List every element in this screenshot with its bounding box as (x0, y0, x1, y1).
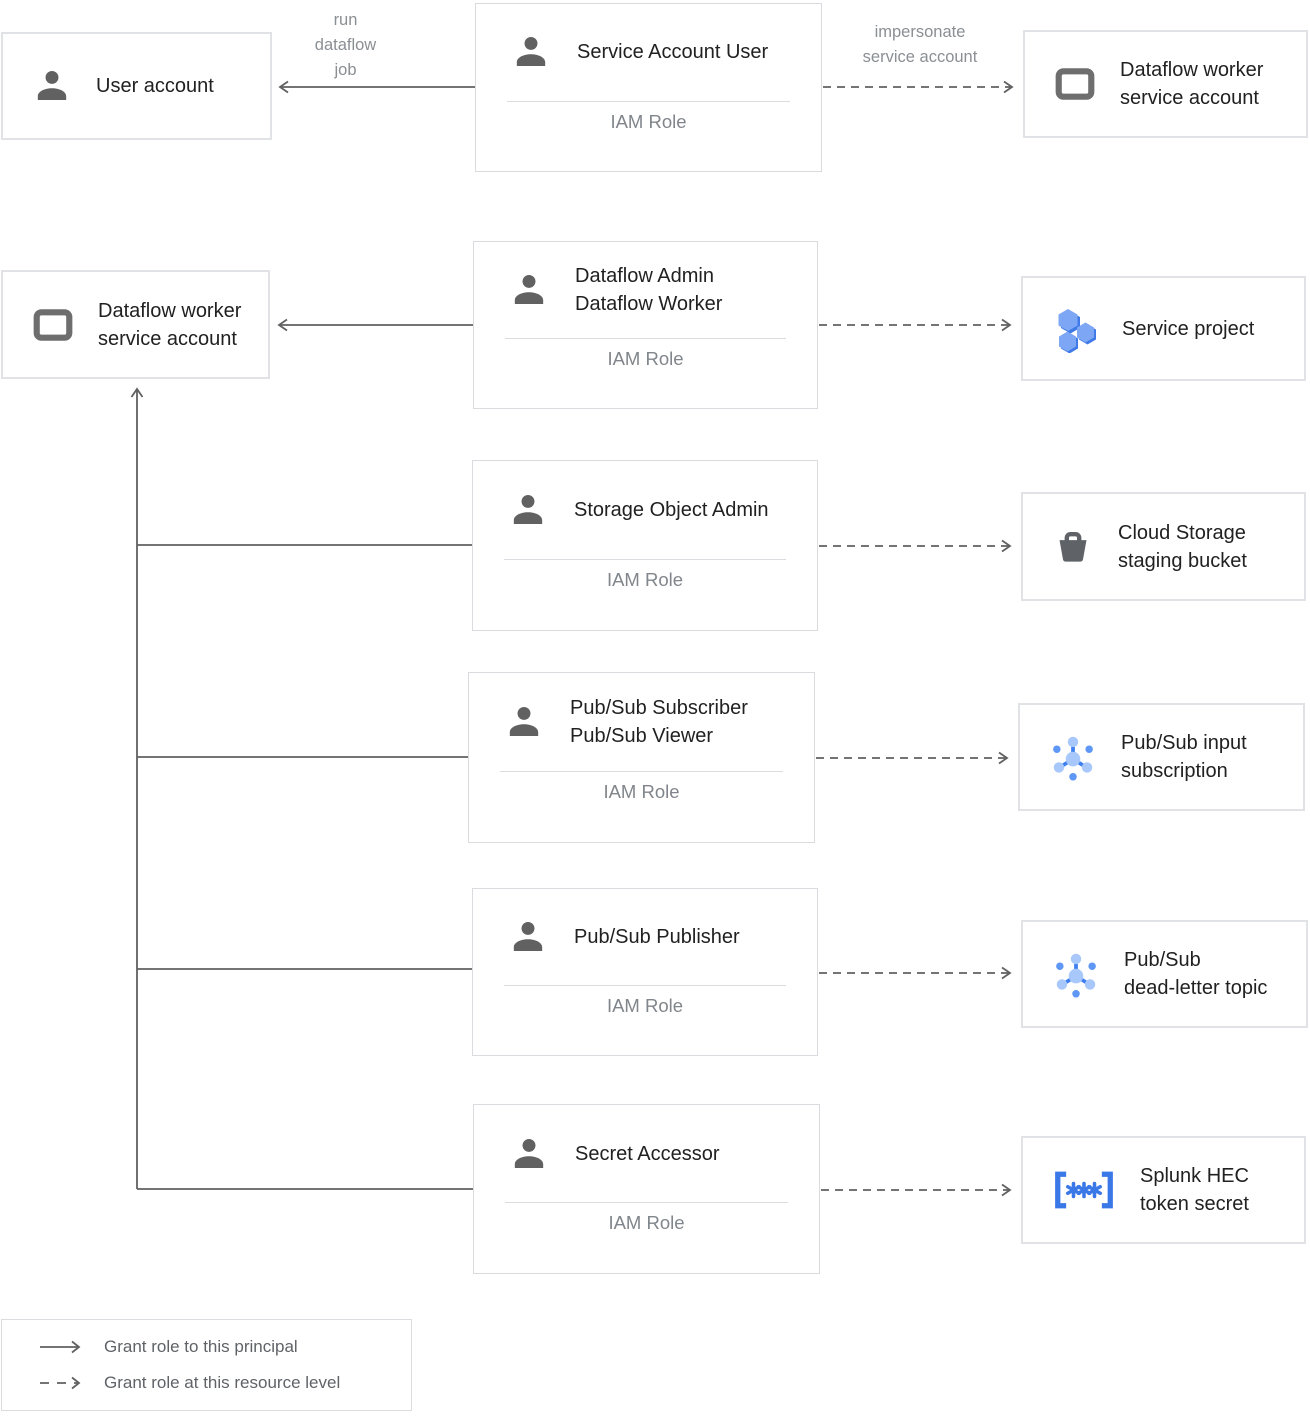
legend-row-dashed: Grant role at this resource level (38, 1373, 411, 1393)
node-label: Dataflow worker service account (98, 297, 241, 353)
node-dataflow-worker-sa-left: Dataflow worker service account (1, 270, 270, 379)
project-hexagons-icon (1051, 305, 1099, 353)
node-role-dataflow-admin-worker: Dataflow Admin Dataflow Worker IAM Role (473, 241, 818, 409)
edge-label-line: job (334, 61, 357, 79)
node-role-secret-accessor: Secret Accessor IAM Role (473, 1104, 820, 1274)
node-label: Pub/Sub dead-letter topic (1124, 946, 1267, 1002)
node-dataflow-worker-sa-top: Dataflow worker service account (1023, 30, 1308, 138)
person-icon (507, 489, 549, 531)
dashed-arrow-icon (38, 1375, 84, 1391)
role-subtitle: IAM Role (603, 780, 680, 802)
storage-bucket-icon (1051, 525, 1095, 569)
node-label-line: dead-letter topic (1124, 977, 1268, 999)
node-role-pubsub-subscriber-viewer: Pub/Sub Subscriber Pub/Sub Viewer IAM Ro… (468, 672, 815, 843)
role-title-line: Pub/Sub Viewer (570, 724, 714, 747)
role-subtitle: IAM Role (607, 348, 684, 369)
node-pubsub-dead-letter-topic: Pub/Sub dead-letter topic (1021, 920, 1308, 1028)
node-splunk-hec-token-secret: Splunk HEC token secret (1021, 1136, 1306, 1244)
node-label-line: Splunk HEC (1140, 1165, 1249, 1187)
role-subtitle: IAM Role (606, 995, 684, 1016)
person-icon (508, 1133, 550, 1175)
divider (505, 1202, 788, 1204)
person-icon (503, 701, 545, 743)
secret-manager-icon (1051, 1169, 1117, 1211)
legend-label: Grant role at this resource level (104, 1373, 341, 1392)
node-label-line: Dataflow worker (1120, 59, 1264, 81)
role-subtitle: IAM Role (610, 110, 687, 132)
edge-label-line: dataflow (314, 36, 377, 54)
divider (500, 770, 783, 772)
node-label-line: Dataflow worker (98, 299, 242, 322)
role-title: Secret Accessor (575, 1140, 720, 1168)
role-title: Pub/Sub Subscriber Pub/Sub Viewer (570, 694, 748, 750)
edge-label-line: impersonate (874, 23, 966, 41)
node-user-account: User account (1, 32, 272, 140)
role-title-line: Pub/Sub Subscriber (570, 696, 748, 719)
node-role-storage-object-admin: Storage Object Admin IAM Role (472, 460, 818, 631)
node-role-pubsub-publisher: Pub/Sub Publisher IAM Role (472, 888, 818, 1056)
service-account-card-icon (1053, 65, 1097, 103)
role-title-line: Dataflow Admin (575, 265, 714, 287)
divider (504, 338, 787, 339)
node-label: User account (96, 75, 214, 97)
role-title-line: Secret Accessor (575, 1142, 720, 1165)
pubsub-topic-icon (1048, 732, 1098, 782)
role-subtitle: IAM Role (606, 568, 684, 590)
node-label-line: subscription (1121, 760, 1228, 782)
role-title-line: Storage Object Admin (574, 498, 769, 521)
edge-label-line: run (333, 11, 358, 29)
role-title-line: Dataflow Worker (575, 293, 723, 315)
legend: Grant role to this principal Grant role … (1, 1319, 412, 1411)
node-label-line: Cloud Storage (1118, 521, 1246, 544)
node-label-line: service account (1120, 87, 1259, 109)
service-account-card-icon (31, 306, 75, 344)
divider (507, 100, 790, 102)
node-pubsub-input-subscription: Pub/Sub input subscription (1018, 703, 1305, 811)
node-service-project: Service project (1021, 276, 1306, 381)
node-label: Service project (1122, 317, 1255, 340)
node-label-line: staging bucket (1118, 549, 1247, 572)
node-label-line: service account (98, 327, 237, 350)
node-label: Cloud Storage staging bucket (1118, 519, 1247, 575)
edge-label-impersonate: impersonate service account (825, 20, 1015, 70)
node-cloud-storage-staging-bucket: Cloud Storage staging bucket (1021, 492, 1306, 601)
node-label: Dataflow worker service account (1120, 56, 1263, 112)
legend-label: Grant role to this principal (104, 1337, 298, 1356)
role-subtitle: IAM Role (608, 1212, 685, 1234)
person-icon (507, 916, 549, 958)
legend-row-solid: Grant role to this principal (38, 1337, 411, 1357)
node-label: Pub/Sub input subscription (1121, 729, 1247, 785)
role-title: Storage Object Admin (574, 496, 769, 524)
person-icon (31, 65, 73, 107)
role-title: Pub/Sub Publisher (574, 923, 740, 951)
node-label-line: Pub/Sub input (1121, 732, 1247, 754)
edge-label-line: service account (862, 48, 978, 66)
person-icon (508, 269, 550, 311)
node-label: Splunk HEC token secret (1140, 1162, 1249, 1218)
person-icon (510, 31, 552, 73)
divider (503, 985, 787, 986)
divider (503, 558, 787, 560)
edge-label-run-dataflow-job: run dataflow job (283, 8, 408, 83)
role-title: Dataflow Admin Dataflow Worker (575, 262, 722, 318)
pubsub-topic-icon (1051, 949, 1101, 999)
node-label-line: Pub/Sub (1124, 949, 1201, 971)
solid-arrow-icon (38, 1339, 84, 1355)
role-title-line: Service Account User (577, 41, 769, 64)
role-title: Service Account User (577, 38, 768, 66)
node-label-line: token secret (1140, 1193, 1249, 1215)
role-title-line: Pub/Sub Publisher (574, 926, 740, 948)
node-role-service-account-user: Service Account User IAM Role (475, 3, 822, 172)
